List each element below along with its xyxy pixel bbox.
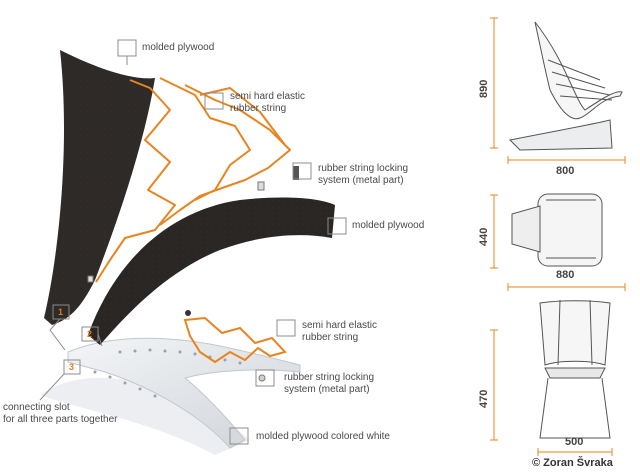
front-view [539,299,611,439]
back-lock-metal [87,275,94,283]
dim-height-side: 890 [478,79,490,98]
mid-lock-metal [257,181,265,191]
label-locking-top-2: system (metal part) [318,175,404,186]
label-locking-bottom-2: system (metal part) [284,384,370,395]
dim-width-top: 880 [556,269,575,281]
rubber-string-bottom [183,316,287,364]
dim-height-front: 470 [478,389,490,408]
label-connecting-slot-2: for all three parts together [3,414,118,425]
part-number-3: 3 [69,362,75,372]
rubber-string-top [95,77,291,283]
top-view [511,193,603,267]
label-rubber-string-bottom-2: rubber string [302,332,359,343]
part-number-2: 2 [87,329,93,339]
top-lock-metal [293,166,299,180]
label-connecting-slot-1: connecting slot [3,402,70,413]
label-rubber-string-bottom-1: semi hard elastic [302,320,378,331]
dim-depth-top: 440 [478,227,490,246]
label-rubber-string-top-1: semi hard elastic [230,91,306,102]
dim-depth-side: 800 [556,165,575,177]
white-part-holes [93,348,242,398]
label-molded-plywood-mid: molded plywood [352,220,425,231]
bottom-lock-knob [185,310,191,316]
label-molded-white: molded plywood colored white [256,431,390,442]
bottom-lock-metal [258,374,266,382]
dimension-lines [490,17,626,456]
part-number-1: 1 [58,307,64,317]
label-molded-plywood-top: molded plywood [142,42,215,53]
label-rubber-string-top-2: rubber string [230,103,287,114]
floor-shadow [40,377,250,455]
dim-width-front: 500 [565,436,584,448]
label-locking-bottom-1: rubber string locking [284,372,375,383]
side-view [508,21,623,151]
white-plywood-part [67,337,301,449]
callout-boxes [39,39,347,445]
copyright-text: © Zoran Švraka [532,457,613,469]
label-locking-top-1: rubber string locking [318,163,409,174]
